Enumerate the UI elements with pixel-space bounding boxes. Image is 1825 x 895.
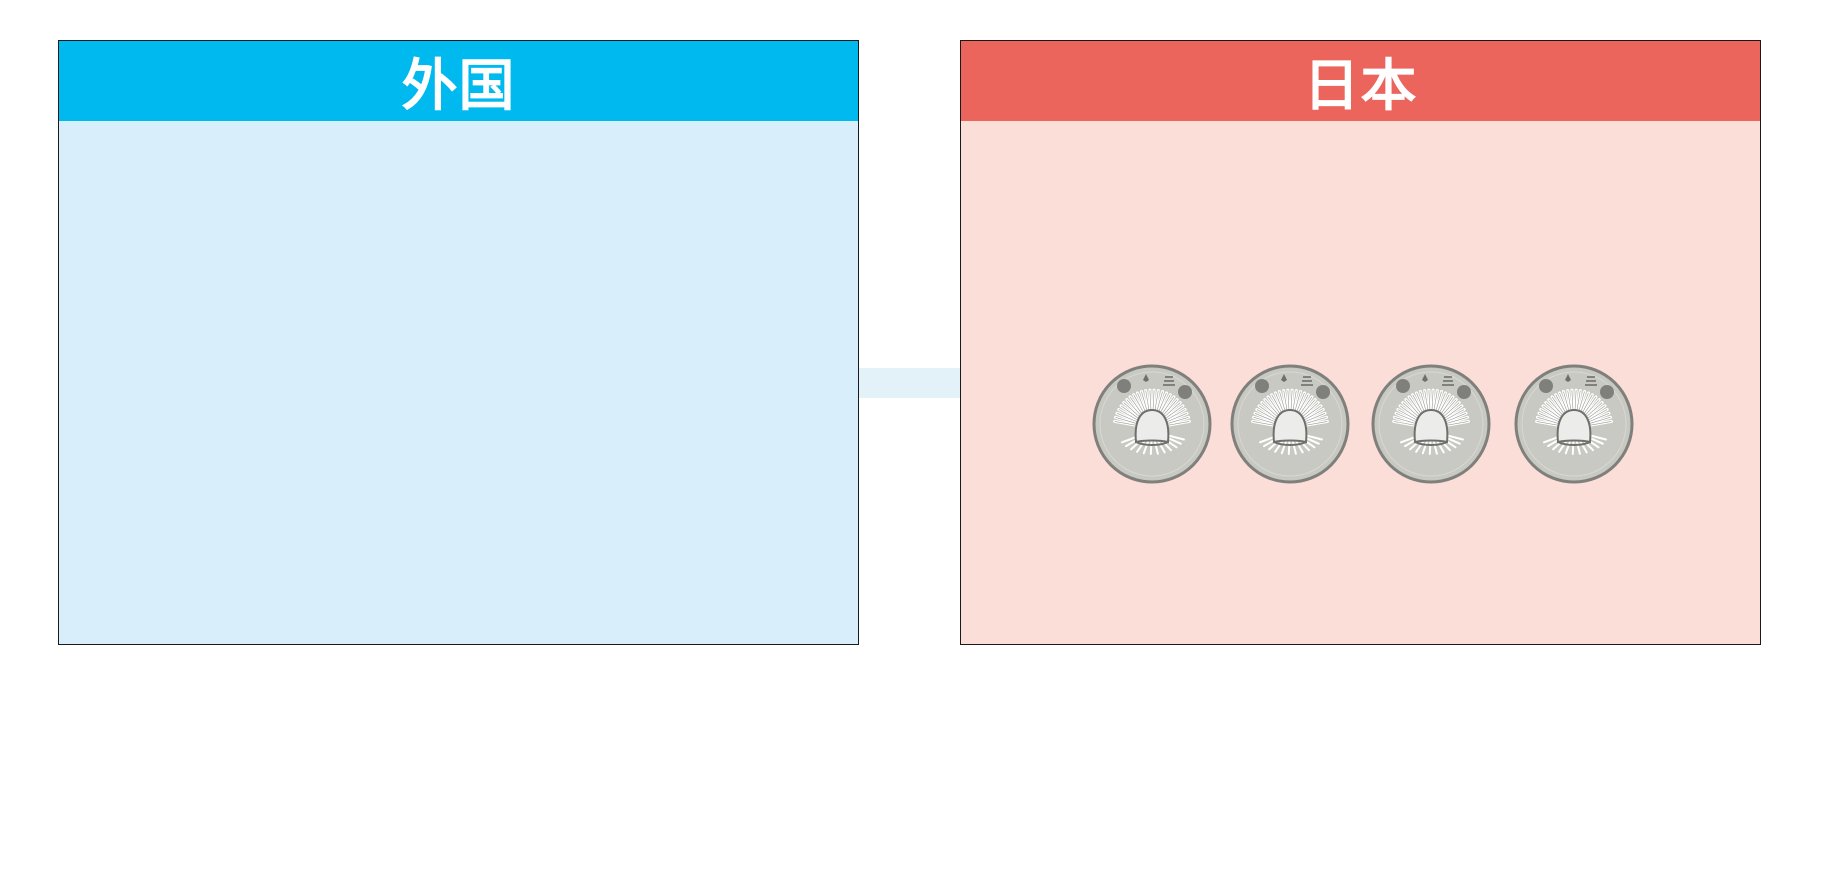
foreign-panel: 外国 xyxy=(58,40,859,645)
foreign-panel-header: 外国 xyxy=(59,41,858,121)
one-yen-coin-icon xyxy=(1092,364,1212,484)
panel-connector xyxy=(859,368,960,398)
one-yen-coin-icon xyxy=(1230,364,1350,484)
one-yen-coin-icon xyxy=(1371,364,1491,484)
foreign-panel-body xyxy=(59,121,858,644)
japan-panel-title: 日本 xyxy=(1304,41,1418,122)
japan-panel-body xyxy=(961,121,1760,644)
one-yen-coin-icon xyxy=(1514,364,1634,484)
japan-panel: 日本 xyxy=(960,40,1761,645)
coin-row xyxy=(961,364,1760,484)
foreign-panel-title: 外国 xyxy=(402,41,516,122)
japan-panel-header: 日本 xyxy=(961,41,1760,121)
